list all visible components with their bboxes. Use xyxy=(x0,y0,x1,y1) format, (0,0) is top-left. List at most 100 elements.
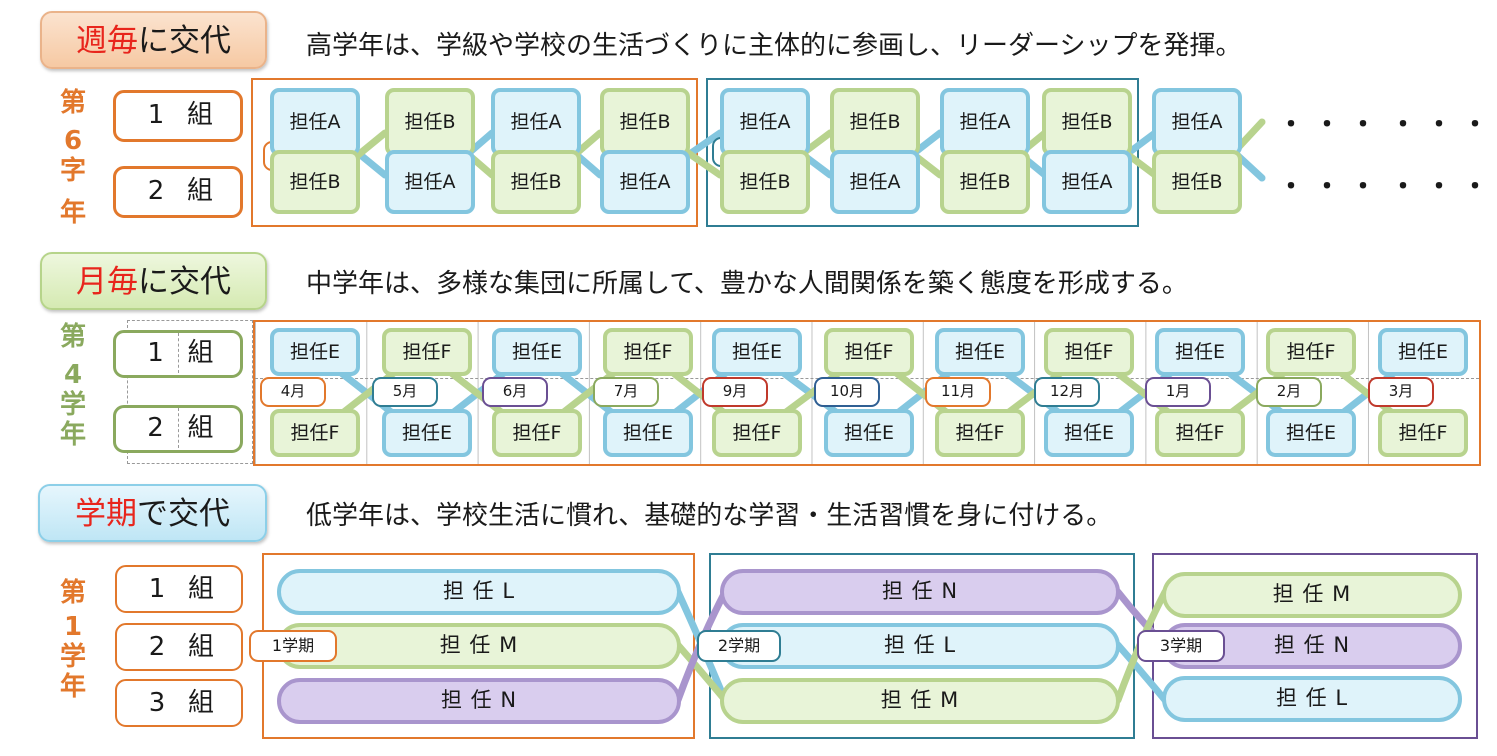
grade-char: 6 xyxy=(63,126,83,156)
term1-teacher-n: 担 任 N xyxy=(277,678,681,724)
term3-teacher-l: 担 任 L xyxy=(1162,676,1462,722)
term1-tag: 1学期 xyxy=(249,630,337,662)
class-grid xyxy=(127,320,253,464)
ellipsis: ・・・ xyxy=(1390,110,1497,140)
monthly-frame xyxy=(253,320,1481,466)
class-number: 1 xyxy=(148,574,166,604)
teacher-box: 担任A xyxy=(830,150,920,214)
teacher-box: 担任A xyxy=(491,88,581,156)
teacher-box: 担任B xyxy=(385,88,475,156)
class-suffix: 組 xyxy=(187,632,214,662)
teacher-box: 担任E xyxy=(1378,328,1468,376)
teacher-box: 担任B xyxy=(720,150,810,214)
teacher-box: 担任F xyxy=(270,409,360,457)
month-tag: 3月 xyxy=(1368,377,1434,407)
teacher-box: 担任E xyxy=(603,409,693,457)
teacher-box: 担任B xyxy=(600,88,690,156)
teacher-box: 担任B xyxy=(270,150,360,214)
teacher-box: 担任B xyxy=(940,150,1030,214)
grade-char: 字 xyxy=(59,156,86,186)
teacher-box: 担任A xyxy=(720,88,810,156)
monthly-badge: 月毎に交代 xyxy=(40,252,267,310)
grade-char: 1 xyxy=(63,612,83,642)
month-tag: 2月 xyxy=(1256,377,1322,407)
term3-tag: 3学期 xyxy=(1137,630,1225,662)
teacher-box: 担任E xyxy=(935,328,1025,376)
month-tag: 1月 xyxy=(1145,377,1211,407)
term-badge: 学期で交代 xyxy=(38,484,267,542)
grade-char: 学 xyxy=(59,642,86,672)
teacher-box: 担任F xyxy=(382,328,472,376)
teacher-box: 担任F xyxy=(492,409,582,457)
class-number: 2 xyxy=(147,176,165,206)
teacher-box: 担任A xyxy=(940,88,1030,156)
weekly-badge-text: に交代 xyxy=(138,23,231,59)
weekly-badge-highlight: 週毎 xyxy=(76,23,138,59)
teacher-box: 担任A xyxy=(385,150,475,214)
teacher-box: 担任F xyxy=(712,409,802,457)
class-suffix: 組 xyxy=(187,688,214,718)
term2-teacher-n: 担 任 N xyxy=(720,569,1120,615)
month-tag: 12月 xyxy=(1034,377,1100,407)
month-tag: 7月 xyxy=(593,377,659,407)
month-tag: 4月 xyxy=(260,377,326,407)
class-number: 3 xyxy=(148,688,166,718)
teacher-box: 担任A xyxy=(1152,88,1242,156)
teacher-box: 担任E xyxy=(1044,409,1134,457)
month-tag: 11月 xyxy=(925,377,991,407)
class-number: 1 xyxy=(147,338,164,368)
class-number: 1 xyxy=(147,100,165,130)
class-suffix: 組 xyxy=(187,574,214,604)
grade-char: 年 xyxy=(59,420,86,450)
weekly-badge: 週毎に交代 xyxy=(40,11,267,69)
term2-tag: 2学期 xyxy=(697,630,781,662)
month-tag: 6月 xyxy=(482,377,548,407)
ellipsis: ・・・ xyxy=(1278,110,1387,140)
teacher-box: 担任F xyxy=(1044,328,1134,376)
teacher-box: 担任B xyxy=(830,88,920,156)
class-number: 2 xyxy=(148,632,166,662)
teacher-box: 担任B xyxy=(1042,88,1132,156)
class-suffix: 組 xyxy=(186,100,213,130)
term2-teacher-m: 担 任 M xyxy=(720,678,1120,724)
weekly-description: 高学年は、学級や学校の生活づくりに主体的に参画し、リーダーシップを発揮。 xyxy=(306,31,1242,61)
term-description: 低学年は、学校生活に慣れ、基礎的な学習・生活習慣を身に付ける。 xyxy=(306,501,1113,531)
term-badge-highlight: 学期 xyxy=(75,496,137,532)
teacher-box: 担任E xyxy=(492,328,582,376)
teacher-box: 担任E xyxy=(1155,328,1245,376)
monthly-badge-text: に交代 xyxy=(138,264,231,300)
term1-teacher-m: 担 任 M xyxy=(277,623,681,669)
grade4-label: 第 4 学 年 xyxy=(56,322,90,450)
teacher-box: 担任F xyxy=(1155,409,1245,457)
teacher-box: 担任A xyxy=(270,88,360,156)
class-suffix: 組 xyxy=(177,408,223,448)
month-tag: 5月 xyxy=(372,377,438,407)
month-tag: 9月 xyxy=(702,377,768,407)
teacher-box: 担任E xyxy=(382,409,472,457)
grade6-label: 第 6 字 年 xyxy=(56,88,90,228)
grade1-label: 第 1 学 年 xyxy=(56,578,90,702)
teacher-box: 担任F xyxy=(824,328,914,376)
teacher-box: 担任F xyxy=(603,328,693,376)
teacher-box: 担任A xyxy=(600,150,690,214)
teacher-box: 担任B xyxy=(491,150,581,214)
grade-char: 第 xyxy=(59,88,86,118)
teacher-box: 担任F xyxy=(935,409,1025,457)
teacher-box: 担任F xyxy=(1378,409,1468,457)
class-number: 2 xyxy=(147,413,164,443)
month-tag: 10月 xyxy=(814,377,880,407)
teacher-box: 担任E xyxy=(270,328,360,376)
week-frame-may xyxy=(706,78,1139,227)
monthly-description: 中学年は、多様な集団に所属して、豊かな人間関係を築く態度を形成する。 xyxy=(306,269,1188,299)
teacher-box: 担任A xyxy=(1042,150,1132,214)
grade-char: 年 xyxy=(59,672,86,702)
ellipsis: ・・・ xyxy=(1390,172,1497,202)
teacher-box: 担任B xyxy=(1152,150,1242,214)
